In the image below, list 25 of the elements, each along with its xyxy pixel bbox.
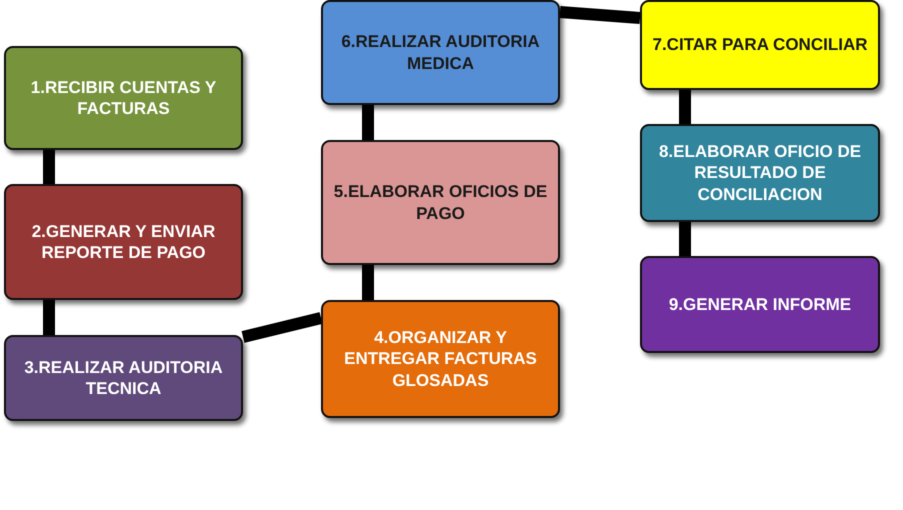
process-box — [640, 124, 880, 222]
process-box — [4, 335, 243, 421]
process-box — [4, 46, 243, 150]
process-box — [321, 140, 560, 265]
step-label: 2.GENERAR Y ENVIAR REPORTE DE PAGO — [30, 220, 216, 264]
step-label: 9.GENERAR INFORME — [668, 294, 852, 316]
connector-line — [362, 265, 374, 300]
step-label: 8.ELABORAR OFICIO DE RESULTADO DE CONCILIACION — [658, 141, 862, 205]
connector-line — [560, 6, 640, 24]
process-box — [640, 256, 880, 353]
connector-line — [679, 90, 691, 124]
step-label: 5.ELABORAR OFICIOS DE PAGO — [332, 181, 548, 224]
step-label: 6.REALIZAR AUDITORIA MEDICA — [340, 31, 541, 74]
step-label: 4.ORGANIZAR Y ENTREGAR FACTURAS GLOSADAS — [343, 327, 538, 391]
process-box — [321, 0, 560, 105]
connector-line — [43, 150, 55, 184]
step-label: 3.REALIZAR AUDITORIA TECNICA — [23, 356, 224, 400]
connector-line — [242, 312, 322, 343]
process-box — [321, 300, 560, 418]
step-label: 7.CITAR PARA CONCILIAR — [652, 34, 868, 56]
process-box — [640, 0, 880, 90]
step-label: 1.RECIBIR CUENTAS Y FACTURAS — [30, 76, 218, 120]
connector-line — [362, 105, 374, 140]
connector-line — [43, 300, 55, 335]
process-box — [4, 184, 243, 300]
